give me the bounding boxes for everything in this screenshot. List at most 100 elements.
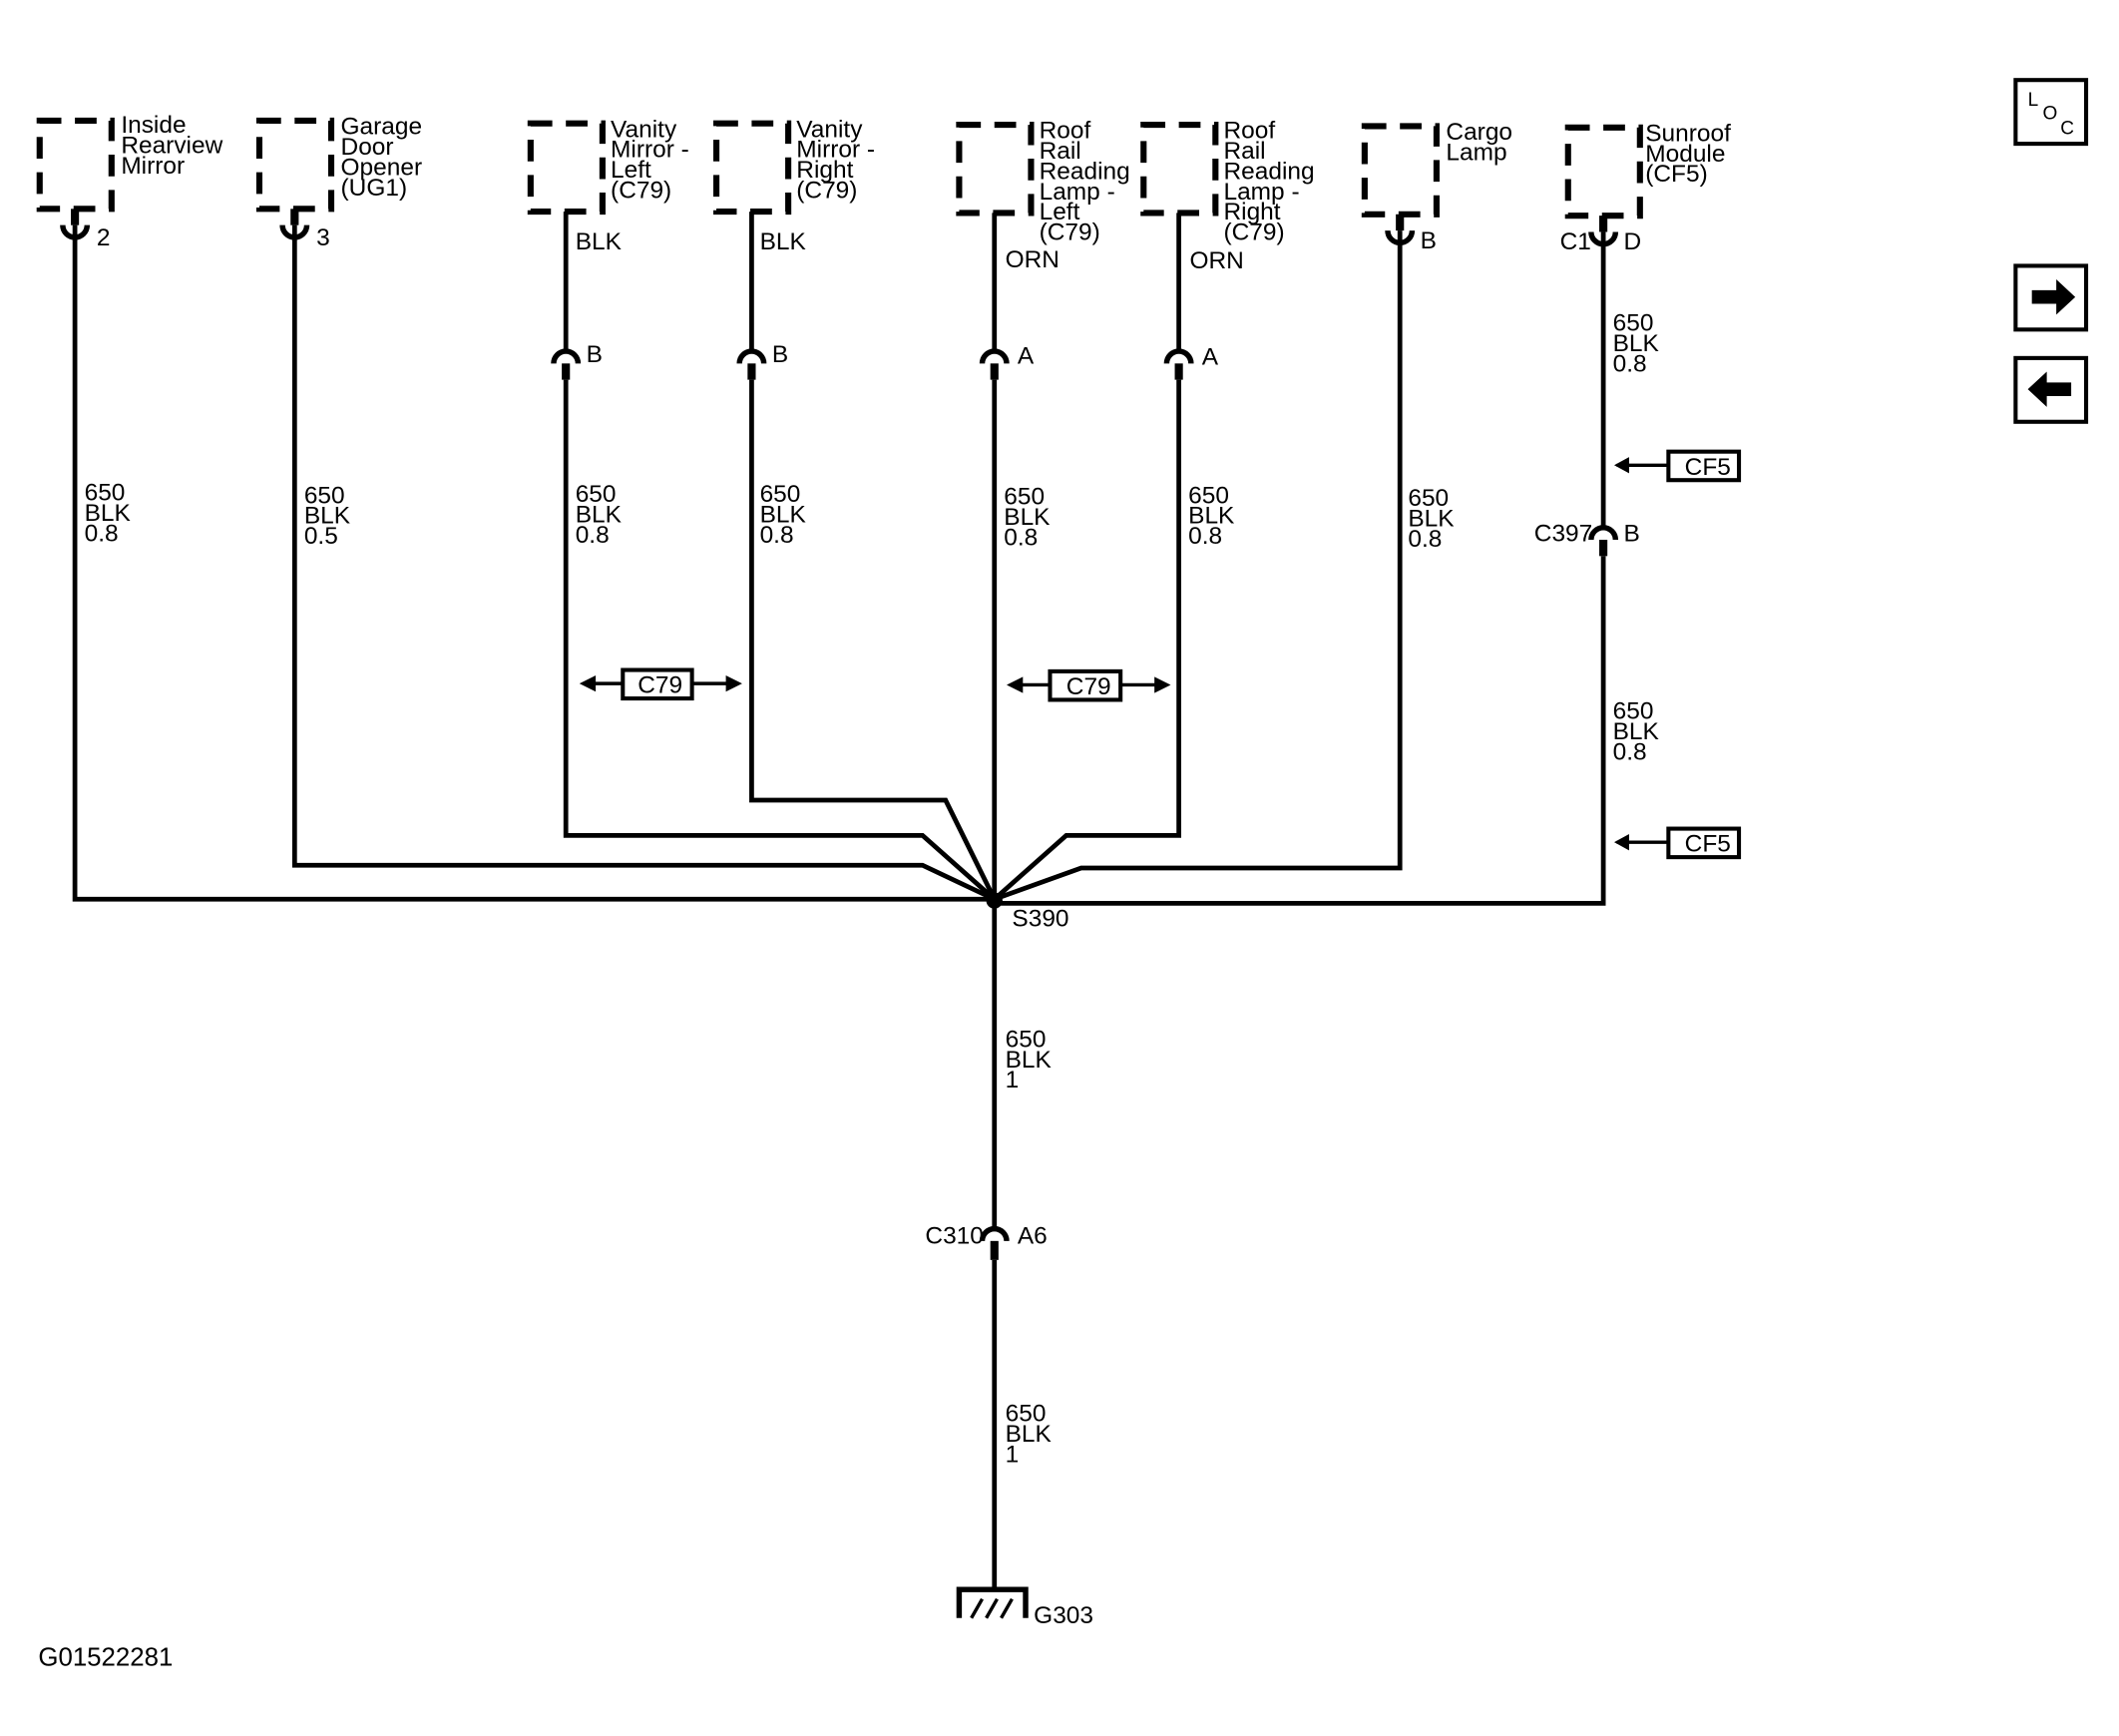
wire-color-top: BLK	[760, 228, 807, 255]
component-label-line: Lamp -	[1223, 179, 1299, 206]
component-label-line: Lamp	[1446, 139, 1506, 166]
connector-pin-stub	[71, 209, 80, 225]
component-label-line: Garage	[341, 114, 423, 141]
wire-650-cargo-lamp	[993, 230, 1403, 902]
component-cargo-lamp: Cargo Lamp B 650 BLK 0.8	[993, 119, 1512, 902]
component-label-line: Right	[1223, 199, 1280, 225]
component-label-line: Reading	[1223, 158, 1314, 185]
component-box	[255, 117, 335, 213]
component-label-line: (C79)	[1223, 219, 1284, 246]
component-vanity-mirror-right: Vanity Mirror - Right (C79) BLK B 650 BL…	[713, 116, 997, 901]
wire-650-garage-door	[291, 224, 996, 902]
connector-name: C397	[1534, 520, 1592, 547]
option-tag-c79-right[interactable]: C79	[1006, 668, 1171, 702]
wire-gauge: 0.8	[1004, 524, 1038, 551]
inline-pin-label: A6	[1018, 1223, 1048, 1250]
component-label-line: (C79)	[796, 177, 857, 204]
component-label-line: Mirror	[121, 153, 185, 180]
component-label-line: Sunroof	[1645, 120, 1731, 147]
component-label-line: Module	[1645, 141, 1725, 168]
wire-gauge: 0.8	[760, 522, 794, 549]
option-tag-c79-left[interactable]: C79	[579, 667, 742, 701]
loc-letter: C	[2060, 119, 2074, 140]
loc-letter: O	[2043, 104, 2058, 125]
option-tag-cf5-upper[interactable]: CF5	[1613, 449, 1742, 483]
component-inside-rearview-mirror: Inside Rearview Mirror 2 650 BLK 0.8	[36, 112, 995, 902]
component-label-line: Vanity	[796, 116, 863, 143]
wire-gauge: 0.8	[1613, 350, 1647, 377]
wire-circuit: 650	[1408, 485, 1449, 512]
wire-gauge: 1	[1006, 1441, 1020, 1468]
component-label-line: Rail	[1223, 138, 1265, 165]
location-view-button[interactable]: L O C	[2013, 78, 2089, 147]
component-sunroof-module: Sunroof Module (CF5) C1 D 650 BLK 0.8 C3…	[994, 120, 1731, 906]
inline-pin-label: A	[1018, 342, 1035, 369]
wire-650-vanity-left	[563, 379, 997, 902]
component-label-line: Opener	[341, 154, 423, 181]
wire-color: BLK	[304, 503, 351, 530]
wire-circuit: 650	[304, 482, 345, 509]
connector-pin-stub	[562, 363, 571, 380]
wire-color: BLK	[1004, 504, 1051, 531]
wire-circuit: 650	[1004, 484, 1045, 511]
figure-id: G01522281	[38, 1643, 173, 1671]
connector-pin-stub	[290, 209, 299, 225]
wire-color: BLK	[1613, 718, 1660, 745]
connector-pin-stub	[1174, 363, 1183, 380]
inline-connector-symbol	[551, 348, 582, 364]
wire-color: BLK	[760, 501, 807, 528]
wire-color-top: ORN	[1006, 246, 1060, 273]
component-box	[956, 122, 1035, 217]
component-label-line: Roof	[1040, 118, 1091, 145]
component-label-line: Reading	[1040, 158, 1130, 185]
component-label-line: Rail	[1040, 138, 1081, 165]
wire-circuit: 650	[576, 481, 617, 508]
component-label-line: Door	[341, 134, 394, 161]
arrow-left-icon	[1006, 676, 1024, 693]
wire-color: BLK	[1188, 503, 1235, 530]
component-label-line: Right	[796, 157, 853, 184]
component-box	[36, 117, 115, 213]
arrow-left-icon	[2027, 371, 2072, 407]
wire-gauge: 0.8	[85, 520, 119, 547]
inline-pin-label: B	[1624, 520, 1640, 547]
connector-pin-stub	[990, 363, 999, 380]
wire-color: BLK	[1006, 1047, 1053, 1074]
wire-gauge: 0.8	[576, 522, 610, 549]
wire-650-vanity-right	[749, 379, 997, 901]
next-page-button[interactable]	[2013, 263, 2089, 332]
option-tag-label: C79	[1066, 673, 1111, 700]
component-box	[1361, 123, 1440, 217]
connector-name: C1	[1560, 228, 1591, 255]
component-label-line: Roof	[1223, 118, 1275, 145]
inline-connector-symbol	[1163, 348, 1194, 364]
option-tag-cf5-lower[interactable]: CF5	[1613, 826, 1742, 860]
component-label-line: Mirror -	[796, 137, 875, 164]
pin-label: B	[1421, 227, 1437, 254]
wire-color: BLK	[1613, 330, 1660, 357]
component-garage-door-opener: Garage Door Opener (UG1) 3 650 BLK 0.5	[255, 114, 996, 902]
loc-letter: L	[2028, 90, 2039, 111]
wire-circuit: 650	[1188, 482, 1229, 509]
option-tag-label: CF5	[1685, 454, 1731, 481]
option-tag-box	[1666, 449, 1742, 483]
connector-pin-stub	[1599, 540, 1608, 557]
inline-pin-label: B	[587, 341, 603, 368]
wire-650-roof-right	[993, 379, 1182, 902]
connector-pin-stub	[1599, 216, 1608, 232]
ground-symbol-icon	[956, 1586, 1029, 1619]
component-label-line: (C79)	[611, 177, 671, 204]
component-box	[1564, 124, 1643, 219]
wire-gauge: 0.8	[1613, 738, 1647, 765]
pin-label: 3	[316, 224, 330, 251]
previous-page-button[interactable]	[2013, 355, 2089, 424]
option-tag-box	[1048, 668, 1123, 702]
wire-color: BLK	[576, 501, 623, 528]
arrow-right-icon	[1154, 676, 1171, 693]
arrow-left-icon	[579, 674, 597, 692]
connector-pin-stub	[990, 1240, 999, 1260]
wire-color-top: ORN	[1190, 247, 1244, 274]
inline-pin-label: A	[1202, 344, 1219, 371]
component-box	[527, 120, 606, 216]
